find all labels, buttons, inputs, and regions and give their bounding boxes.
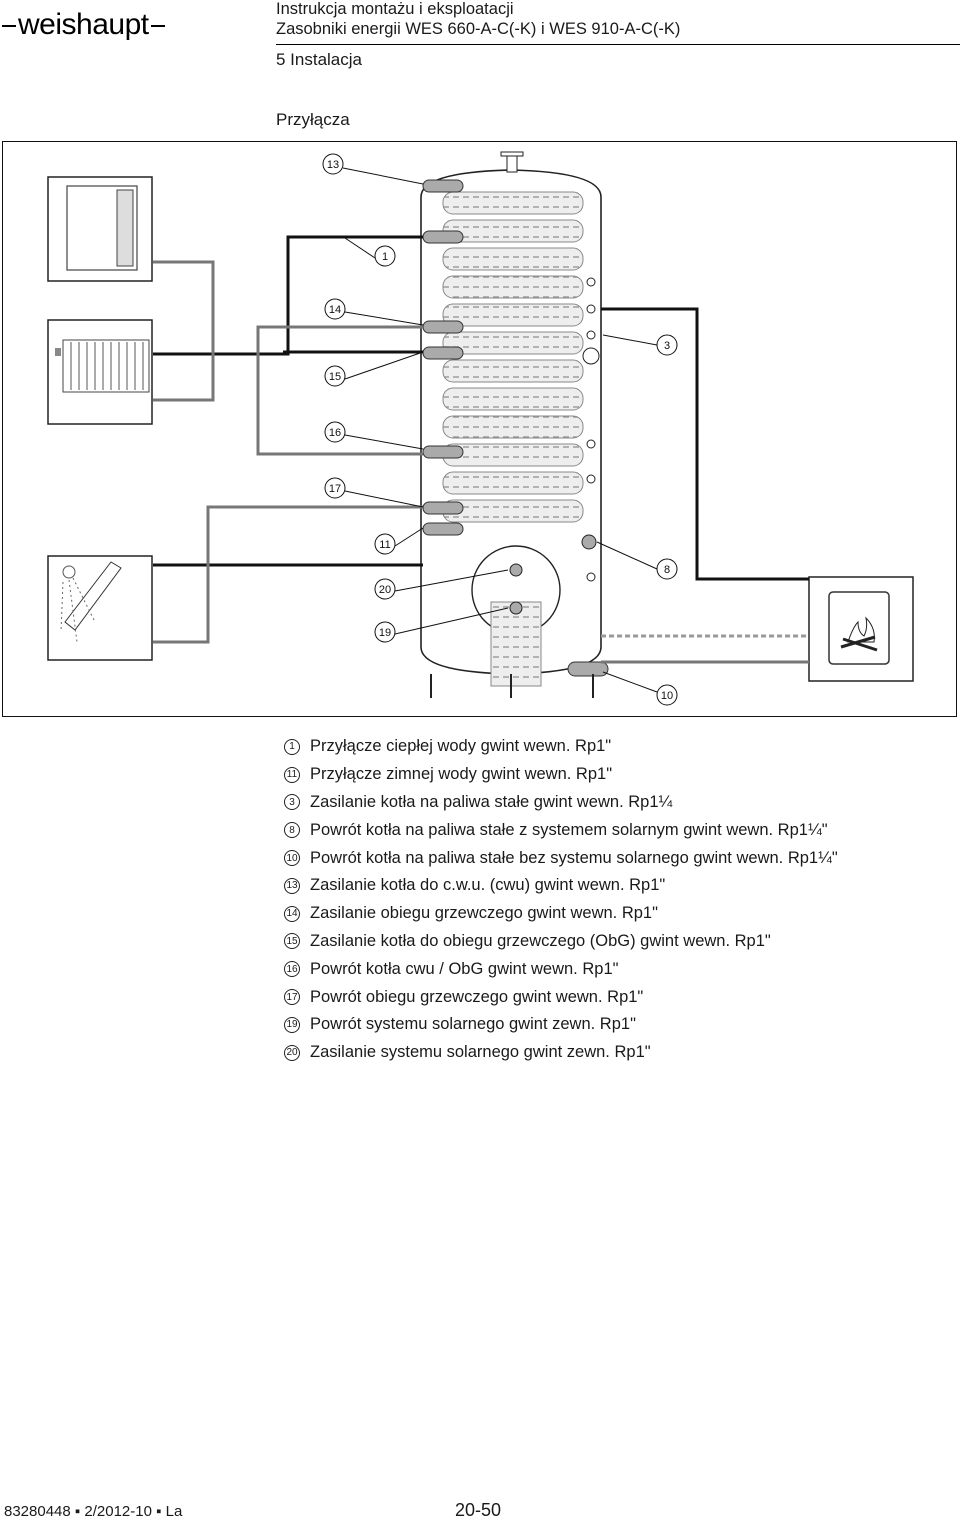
diagram-svg: 13 1 14 3 15 16 17 11 8 20 19 10 — [47, 151, 914, 706]
callout-13: 13 — [327, 159, 339, 171]
callout-10: 10 — [661, 690, 673, 702]
document-code: 83280448 ▪ 2/2012-10 ▪ La — [4, 1503, 183, 1520]
callout-3: 3 — [664, 340, 670, 352]
callout-16: 16 — [329, 427, 341, 439]
callout-19: 19 — [379, 627, 391, 639]
page-number: 20-50 — [455, 1500, 502, 1520]
callout-11: 11 — [379, 539, 390, 551]
product-title: Zasobniki energii WES 660-A-C(-K) i WES … — [276, 20, 681, 38]
callout-1: 1 — [382, 251, 388, 263]
callout-17: 17 — [329, 483, 341, 495]
connection-diagram: 13 1 14 3 15 16 17 11 8 20 19 10 — [2, 141, 957, 717]
section-heading: 5 Instalacja — [276, 50, 362, 69]
weishaupt-logo: weishaupt — [0, 8, 167, 42]
header-divider — [276, 44, 960, 45]
figure-subtitle: Przyłącza — [276, 110, 350, 129]
boiler-unit-icon — [47, 176, 153, 282]
document-title: Instrukcja montażu i eksploatacji — [276, 0, 514, 18]
solar-collector-icon — [47, 555, 153, 661]
callout-14: 14 — [329, 304, 341, 316]
solid-fuel-boiler-icon — [808, 576, 914, 682]
callout-15: 15 — [329, 371, 341, 383]
callout-20: 20 — [379, 584, 391, 596]
solar-coil-flange — [471, 545, 561, 687]
heat-coil — [442, 191, 584, 523]
storage-tank — [420, 151, 609, 698]
callout-8: 8 — [664, 564, 670, 576]
radiator-icon — [47, 319, 153, 425]
